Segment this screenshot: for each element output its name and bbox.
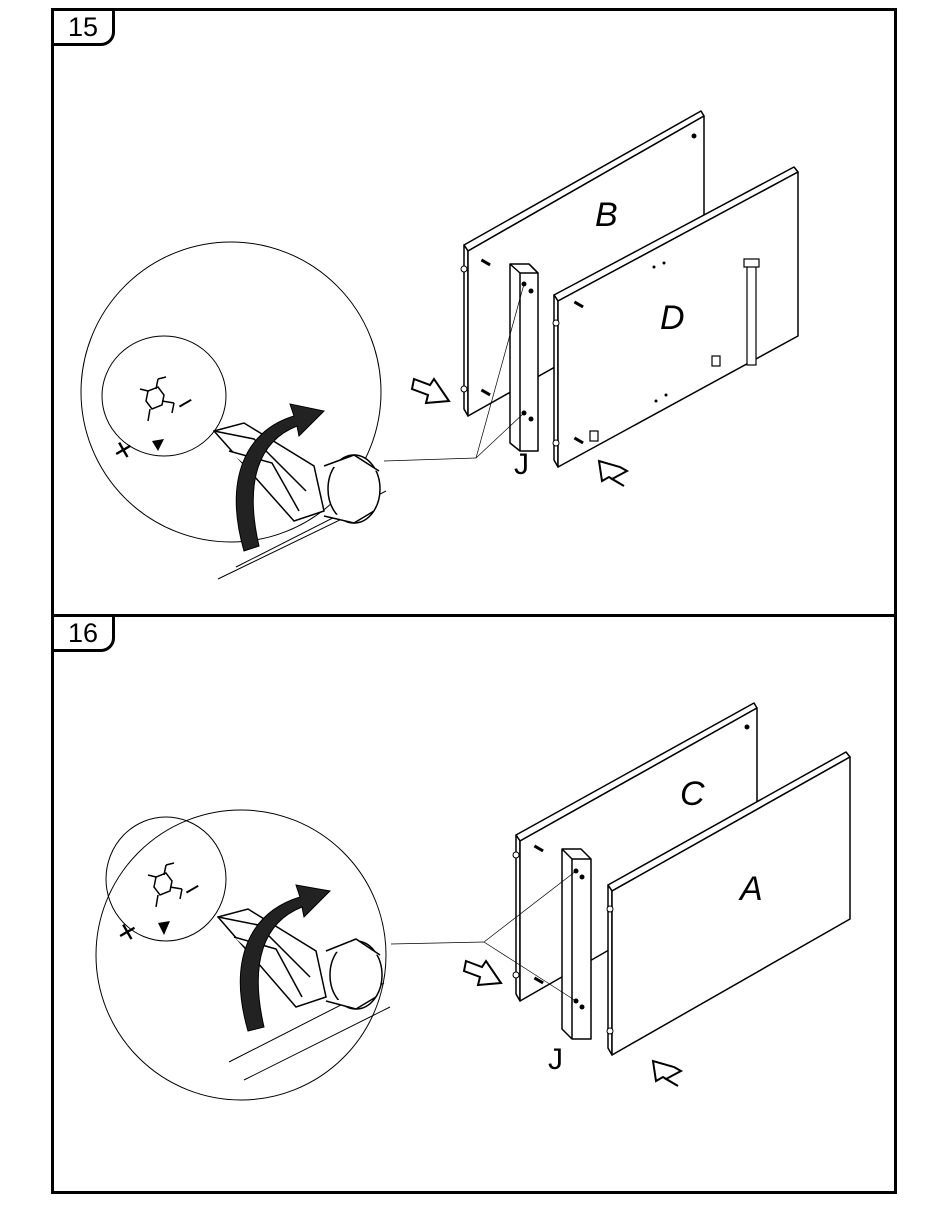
panel-label-b: B: [595, 196, 618, 234]
step-16-illustration: C A J + −: [54, 617, 900, 1197]
panel-label-c: C: [680, 775, 705, 813]
magnifier-detail: [81, 242, 386, 579]
panel-label-j: J: [514, 448, 529, 481]
step-15-panel: 15: [51, 8, 897, 617]
step-15-illustration: B D J + −: [54, 11, 900, 620]
panel-j-strip: [510, 264, 538, 451]
panel-label-d: D: [660, 299, 685, 337]
panel-label-a: A: [738, 870, 763, 908]
panel-label-j: J: [548, 1043, 563, 1076]
step-16-panel: 16: [51, 614, 897, 1194]
panel-j-strip: [562, 849, 591, 1039]
